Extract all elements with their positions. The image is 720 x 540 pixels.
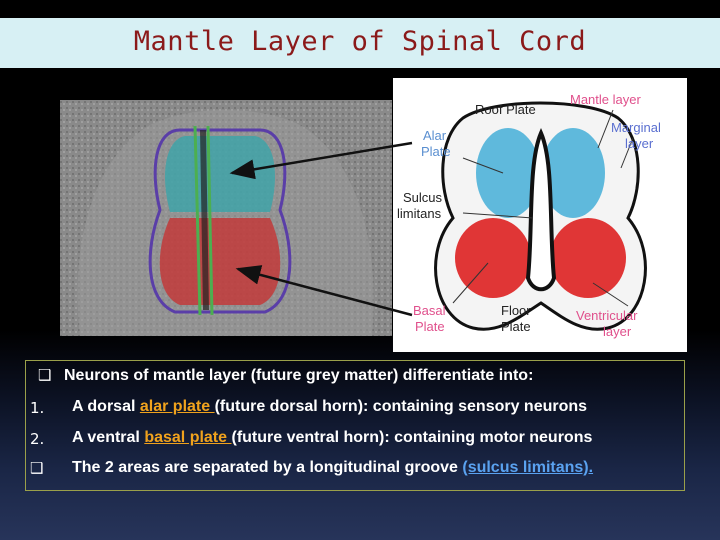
marginal-layer-label-2: layer [625, 136, 654, 151]
alar-plate-label-2: Plate [421, 144, 451, 159]
sulcus-limitans-term: (sulcus limitans). [462, 459, 594, 476]
marginal-layer-label-1: Marginal [611, 120, 661, 135]
mantle-layer-label: Mantle layer [570, 92, 641, 107]
list-item-basal: A ventral basal plate (future ventral ho… [72, 429, 592, 447]
alar-plate-term: alar plate [139, 398, 215, 415]
item2-text-b: (future ventral horn): containing motor … [231, 429, 593, 446]
intro-text: Neurons of mantle layer (future grey mat… [64, 367, 534, 384]
list-item-sulcus: The 2 areas are separated by a longitudi… [72, 459, 593, 477]
roof-plate-label: Roof Plate [475, 102, 536, 117]
basal-plate-label-2: Plate [415, 319, 445, 334]
slide-title: Mantle Layer of Spinal Cord [133, 26, 587, 57]
floor-plate-label-2: Plate [501, 319, 531, 334]
item1-text-a: A dorsal [72, 398, 140, 415]
content-box [25, 360, 685, 491]
basal-plate-term: basal plate [144, 429, 232, 446]
list-item-alar: A dorsal alar plate (future dorsal horn)… [72, 398, 587, 416]
floor-plate-label-1: Floor [501, 303, 531, 318]
sulcus-label-1: Sulcus [403, 190, 443, 205]
basal-plate-label-1: Basal [413, 303, 446, 318]
list-marker-1: 1. [30, 399, 45, 417]
spinal-cord-micrograph [60, 100, 392, 336]
alar-plate-label-1: Alar [423, 128, 447, 143]
item1-text-b: (future dorsal horn): containing sensory… [214, 398, 588, 415]
checkbox-bullet-icon: ❑ [30, 459, 44, 477]
list-marker-2: 2. [30, 430, 45, 448]
ventricular-layer-label-2: layer [603, 324, 632, 339]
item3-text-a: The 2 areas are separated by a longitudi… [72, 459, 463, 476]
title-band [0, 18, 720, 68]
ventricular-layer-label-1: Ventricular [576, 308, 638, 323]
spinal-cord-diagram: Roof Plate Mantle layer Marginal layer A… [393, 78, 687, 352]
sulcus-label-2: limitans [397, 206, 442, 221]
checkbox-bullet-icon: ❑ [38, 366, 52, 384]
item2-text-a: A ventral [72, 429, 145, 446]
